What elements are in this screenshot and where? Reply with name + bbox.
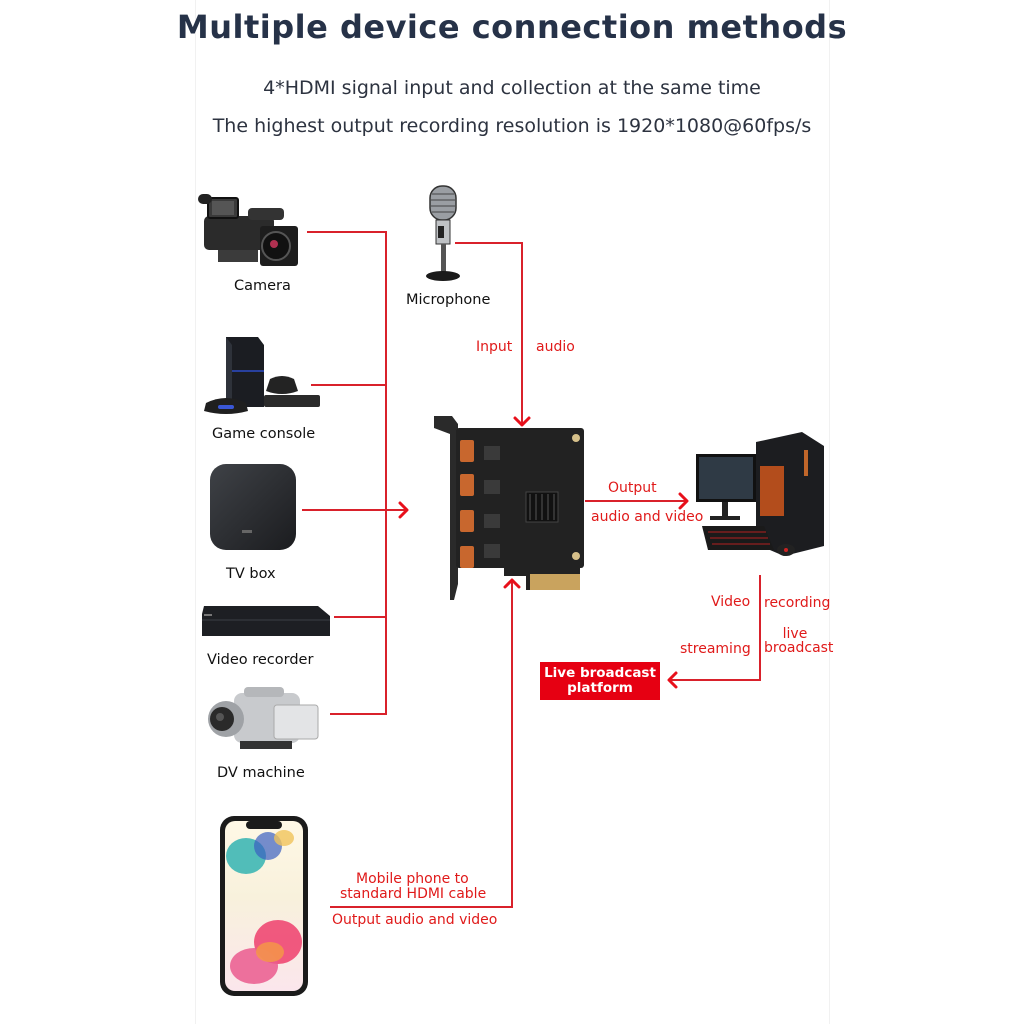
label-dv-machine: DV machine xyxy=(217,765,305,781)
video-recorder-icon xyxy=(202,606,330,636)
annotation-live: live xyxy=(782,626,808,642)
dv-machine-icon xyxy=(208,687,319,749)
tv-box-icon xyxy=(210,464,296,550)
arrow-output-pc xyxy=(678,492,689,510)
annotation-output: Output xyxy=(608,480,657,496)
arrow-live-platform xyxy=(667,671,678,689)
content-panel xyxy=(195,0,830,1024)
annotation-mobile-cable: Mobile phone to xyxy=(356,871,469,887)
annotation-mobile-output: Output audio and video xyxy=(332,912,498,928)
live-box-line1: Live broadcast xyxy=(544,665,656,681)
label-tv-box: TV box xyxy=(226,566,276,582)
page-title: Multiple device connection methods xyxy=(176,8,848,46)
smartphone-icon xyxy=(220,816,308,996)
game-console-icon xyxy=(204,337,320,414)
subtitle-hdmi-input: 4*HDMI signal input and collection at th… xyxy=(263,77,761,99)
subtitle-resolution: The highest output recording resolution … xyxy=(212,115,812,137)
annotation-mobile-line2: standard HDMI cable xyxy=(340,886,487,902)
annotation-audio-and-video: audio and video xyxy=(591,509,704,525)
annotation-broadcast: broadcast xyxy=(764,640,834,656)
microphone-icon xyxy=(426,185,460,281)
desktop-pc-icon xyxy=(696,432,824,556)
line-mobile xyxy=(330,582,513,908)
line-microphone xyxy=(455,242,523,424)
arrow-microphone xyxy=(513,416,531,427)
live-box-line2: platform xyxy=(567,680,633,696)
line-pc-live xyxy=(670,575,761,681)
label-camera: Camera xyxy=(234,278,291,294)
arrow-tv-box xyxy=(398,501,409,519)
annotation-audio: audio xyxy=(536,339,575,355)
annotation-video: Video xyxy=(711,594,751,610)
annotation-streaming: streaming xyxy=(680,641,751,657)
annotation-live-broadcast: live broadcast xyxy=(764,626,834,656)
label-video-recorder: Video recorder xyxy=(207,652,314,668)
camcorder-icon xyxy=(198,194,298,266)
capture-card-icon xyxy=(434,416,584,600)
annotation-recording: recording xyxy=(764,595,831,611)
label-game-console: Game console xyxy=(212,426,316,442)
label-microphone: Microphone xyxy=(406,292,491,308)
live-broadcast-platform-box: Live broadcast platform xyxy=(540,662,660,700)
annotation-mobile-line1: Mobile phone to xyxy=(356,871,469,887)
arrow-mobile xyxy=(503,578,521,589)
annotation-input: Input xyxy=(476,339,513,355)
